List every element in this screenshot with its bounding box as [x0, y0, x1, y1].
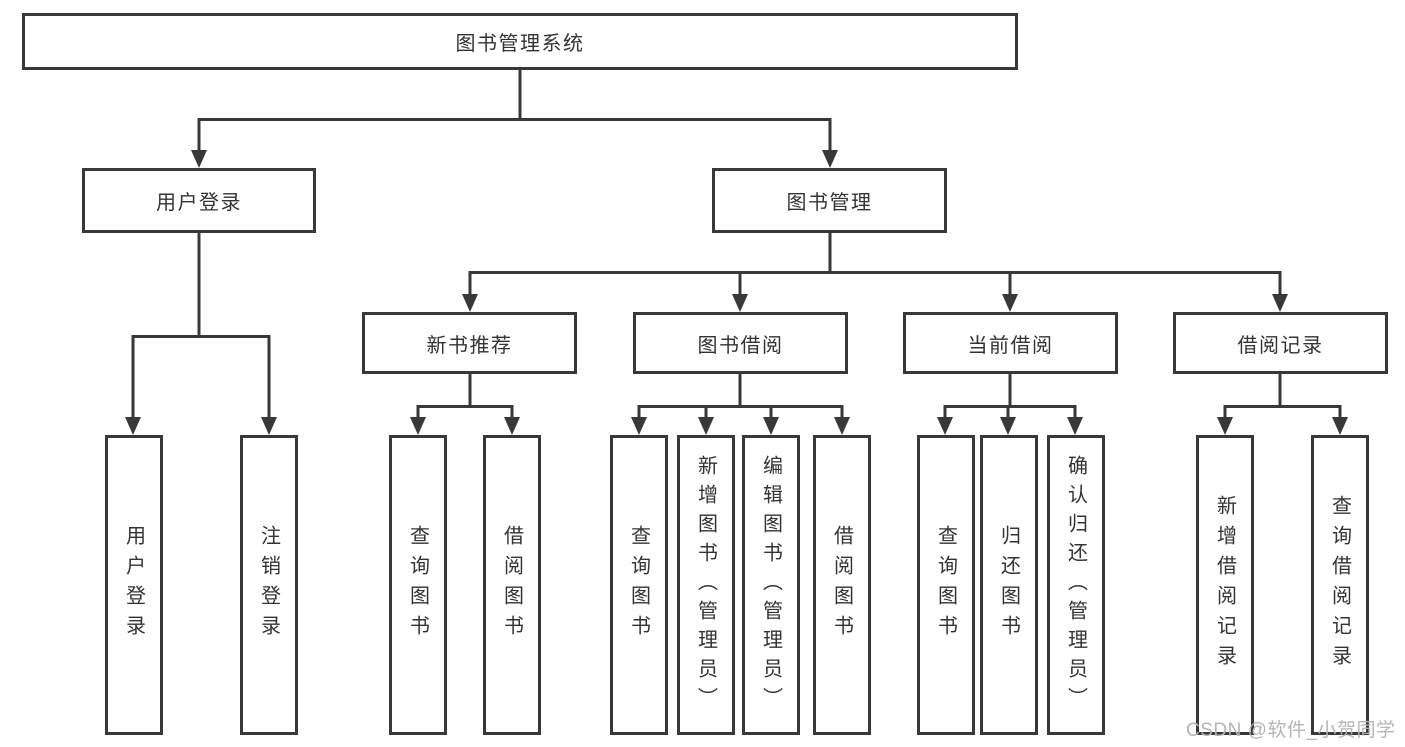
- arrow-down-icon: [410, 417, 426, 435]
- leaf-query-books-recommend: 查询图书: [389, 435, 447, 735]
- arrow-down-icon: [1002, 294, 1018, 312]
- arrow-down-icon: [261, 417, 277, 435]
- leaf-query-books-current: 查询图书: [917, 435, 975, 735]
- node-root-label: 图书管理系统: [455, 33, 585, 55]
- node-book-borrowing: 图书借阅: [633, 312, 848, 374]
- arrow-down-icon: [1067, 417, 1083, 435]
- leaf-return-book-label: 归还图书: [997, 525, 1020, 645]
- leaf-borrow-books-recommend: 借阅图书: [483, 435, 541, 735]
- leaf-add-borrow-record-label: 新增借阅记录: [1213, 495, 1236, 675]
- leaf-query-books-recommend-label: 查询图书: [406, 525, 429, 645]
- node-book-management: 图书管理: [712, 168, 947, 233]
- leaf-user-login-label: 用户登录: [122, 525, 145, 645]
- arrow-down-icon: [937, 417, 953, 435]
- leaf-edit-book-admin: 编辑图书（管理员）: [742, 435, 800, 735]
- leaf-borrow-books-borrowing-label: 借阅图书: [830, 525, 853, 645]
- arrowheads-group: [125, 150, 1348, 435]
- node-borrow-records: 借阅记录: [1173, 312, 1388, 374]
- arrow-down-icon: [191, 150, 207, 168]
- leaf-edit-book-admin-label: 编辑图书（管理员）: [759, 454, 782, 716]
- leaf-query-borrow-record-label: 查询借阅记录: [1328, 495, 1351, 675]
- leaf-query-books-current-label: 查询图书: [934, 525, 957, 645]
- arrow-down-icon: [504, 417, 520, 435]
- arrow-down-icon: [1000, 417, 1016, 435]
- leaf-add-borrow-record: 新增借阅记录: [1196, 435, 1254, 735]
- leaf-logout-label: 注销登录: [257, 525, 280, 645]
- arrow-down-icon: [125, 417, 141, 435]
- arrow-down-icon: [732, 294, 748, 312]
- leaf-query-books-borrowing: 查询图书: [610, 435, 668, 735]
- arrow-down-icon: [698, 417, 714, 435]
- arrow-down-icon: [763, 417, 779, 435]
- node-current-borrowing: 当前借阅: [903, 312, 1118, 374]
- leaf-add-book-admin: 新增图书（管理员）: [677, 435, 735, 735]
- leaf-query-borrow-record: 查询借阅记录: [1311, 435, 1369, 735]
- node-book-borrowing-label: 图书借阅: [697, 334, 784, 357]
- arrow-down-icon: [1332, 417, 1348, 435]
- node-new-book-recommend-label: 新书推荐: [426, 334, 513, 357]
- node-user-login: 用户登录: [82, 168, 316, 233]
- leaf-add-book-admin-label: 新增图书（管理员）: [694, 454, 717, 716]
- arrow-down-icon: [834, 417, 850, 435]
- node-new-book-recommend: 新书推荐: [362, 312, 577, 374]
- leaf-return-book: 归还图书: [980, 435, 1038, 735]
- arrow-down-icon: [462, 294, 478, 312]
- leaf-borrow-books-borrowing: 借阅图书: [813, 435, 871, 735]
- arrow-down-icon: [822, 150, 838, 168]
- node-current-borrowing-label: 当前借阅: [967, 334, 1054, 357]
- leaf-logout: 注销登录: [240, 435, 298, 735]
- node-root: 图书管理系统: [22, 13, 1018, 70]
- node-borrow-records-label: 借阅记录: [1237, 334, 1324, 357]
- arrow-down-icon: [631, 417, 647, 435]
- arrow-down-icon: [1272, 294, 1288, 312]
- csdn-watermark: CSDN @软件_小贺同学: [1186, 720, 1396, 741]
- node-user-login-label: 用户登录: [156, 192, 242, 214]
- leaf-confirm-return-admin: 确认归还（管理员）: [1047, 435, 1105, 735]
- leaf-user-login: 用户登录: [105, 435, 163, 735]
- leaf-confirm-return-admin-label: 确认归还（管理员）: [1064, 454, 1087, 716]
- leaf-borrow-books-recommend-label: 借阅图书: [500, 525, 523, 645]
- arrow-down-icon: [1217, 417, 1233, 435]
- node-book-management-label: 图书管理: [786, 192, 873, 214]
- leaf-query-books-borrowing-label: 查询图书: [627, 525, 650, 645]
- connector-group: [131, 69, 1342, 419]
